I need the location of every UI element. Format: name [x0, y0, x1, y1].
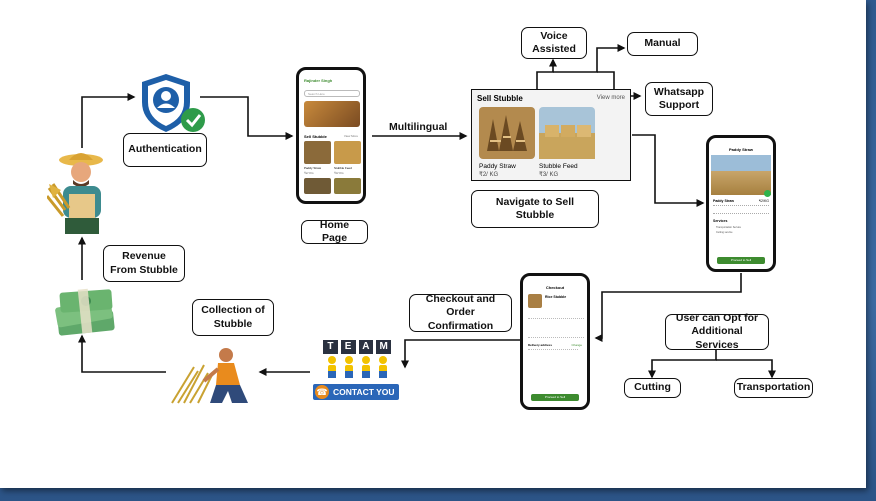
arrow-sell-to-voice	[536, 58, 557, 90]
team-letter-a: A	[358, 340, 374, 354]
voice-assisted-box: Voice Assisted	[521, 27, 587, 59]
arrow-auth-to-home	[200, 96, 294, 140]
phone-icon: ☎	[315, 385, 329, 399]
home-banner	[304, 101, 360, 127]
detail-image	[711, 155, 771, 195]
arrow-checkout-to-team	[401, 339, 520, 369]
detail-cta-button[interactable]: Proceed to Sell	[717, 257, 765, 264]
checkout-delivery-heading: Delivery address	[528, 343, 553, 347]
contact-banner: ☎ CONTACT YOU	[313, 384, 399, 400]
detail-option-2[interactable]: Cutting service	[716, 231, 733, 234]
home-item3-image	[304, 178, 331, 194]
transportation-box: Transportation	[734, 378, 813, 398]
detail-price: ₹2/KG	[758, 199, 769, 203]
checkout-product-image	[528, 294, 542, 308]
checkout-change-link[interactable]: Change	[571, 343, 582, 347]
checkout-title: Checkout	[545, 285, 565, 290]
farmer-illustration	[47, 153, 103, 234]
home-item2-label: Stubble Feed	[334, 166, 352, 170]
collection-box: Collection of Stubble	[192, 299, 274, 336]
arrow-sell-to-manual	[553, 44, 626, 73]
arrow-farmer-to-auth	[81, 93, 136, 148]
team-letters: T E A M	[323, 340, 391, 354]
phone-home: Rajinder Singh Search Here Sell Stubble …	[296, 67, 366, 204]
sell-panel-title: Sell Stubble	[477, 94, 523, 103]
whatsapp-support-box: Whatsapp Support	[645, 82, 713, 116]
contact-you-label: CONTACT YOU	[333, 387, 395, 397]
stubble-feed-image	[539, 107, 595, 159]
team-letter-e: E	[340, 340, 356, 354]
home-view-more: View More	[343, 134, 358, 138]
team-contact-badge: T E A M ☎ CONTACT YOU	[313, 340, 399, 402]
checkout-product-name: Rice Stubble	[545, 295, 567, 299]
collector-illustration	[171, 348, 248, 404]
home-search: Search Here	[304, 90, 360, 97]
revenue-box: Revenue From Stubble	[103, 245, 185, 282]
checkout-address	[528, 349, 578, 356]
home-item1-price: ₹2/ KG	[304, 171, 314, 175]
home-item2-price: ₹3/ KG	[334, 171, 344, 175]
detail-services-heading: Services	[713, 219, 728, 223]
shield-user-icon	[142, 74, 205, 132]
home-page-box: Home Page	[301, 219, 368, 244]
sell-item1-name: Paddy Straw	[479, 163, 516, 170]
home-item2-image	[334, 141, 361, 164]
sell-item2-price: ₹3/ KG	[539, 172, 559, 178]
home-item4-image	[334, 178, 361, 194]
arrow-sell-to-detail	[632, 134, 705, 207]
team-people-icon	[328, 356, 387, 378]
opt-services-box: User can Opt for Additional Services	[665, 312, 769, 351]
sell-panel-view-more[interactable]: View more	[596, 95, 625, 101]
arrow-services-to-transport	[716, 359, 776, 379]
home-item1-label: Paddy Straw	[304, 166, 322, 170]
detail-name: Paddy Straw	[713, 199, 735, 203]
team-letter-m: M	[376, 340, 391, 354]
home-section-title: Sell Stubble	[304, 134, 327, 139]
flow-diagram: Authentication Rajinder Singh Search Her…	[47, 27, 813, 410]
team-letter-t: T	[323, 340, 338, 354]
cutting-box: Cutting	[624, 378, 681, 398]
money-stack-illustration	[55, 288, 115, 336]
paddy-straw-image	[479, 107, 535, 159]
manual-box: Manual	[627, 32, 698, 56]
phone-checkout: Checkout Rice Stubble Delivery address C…	[520, 273, 590, 410]
arrow-services-split	[648, 350, 717, 379]
multilingual-label: Multilingual	[389, 121, 448, 133]
home-user-name: Rajinder Singh	[304, 78, 333, 83]
sell-item2-name: Stubble Feed	[539, 163, 578, 170]
checkout-box: Checkout and Order Confirmation	[409, 293, 512, 332]
arrow-detail-to-checkout	[594, 273, 742, 342]
detail-description	[713, 205, 769, 214]
checkout-summary-lines	[528, 318, 584, 338]
phone-detail: Paddy Straw Paddy Straw ₹2/KG Services T…	[706, 135, 776, 272]
home-item1-image	[304, 141, 331, 164]
connector-layer	[78, 44, 776, 379]
checkout-cta-button[interactable]: Proceed to Sell	[531, 394, 579, 401]
sell-stubble-panel: Sell Stubble View more Paddy Straw ₹2/ K…	[471, 89, 631, 181]
detail-title: Paddy Straw	[728, 147, 753, 152]
navigate-sell-box: Navigate to Sell Stubble	[471, 190, 599, 228]
arrow-collector-to-money	[78, 334, 166, 373]
sell-item1-price: ₹2/ KG	[479, 172, 499, 178]
whatsapp-icon[interactable]	[764, 190, 771, 197]
detail-option-1[interactable]: Transportation Service	[716, 226, 742, 229]
authentication-box: Authentication	[123, 133, 207, 167]
